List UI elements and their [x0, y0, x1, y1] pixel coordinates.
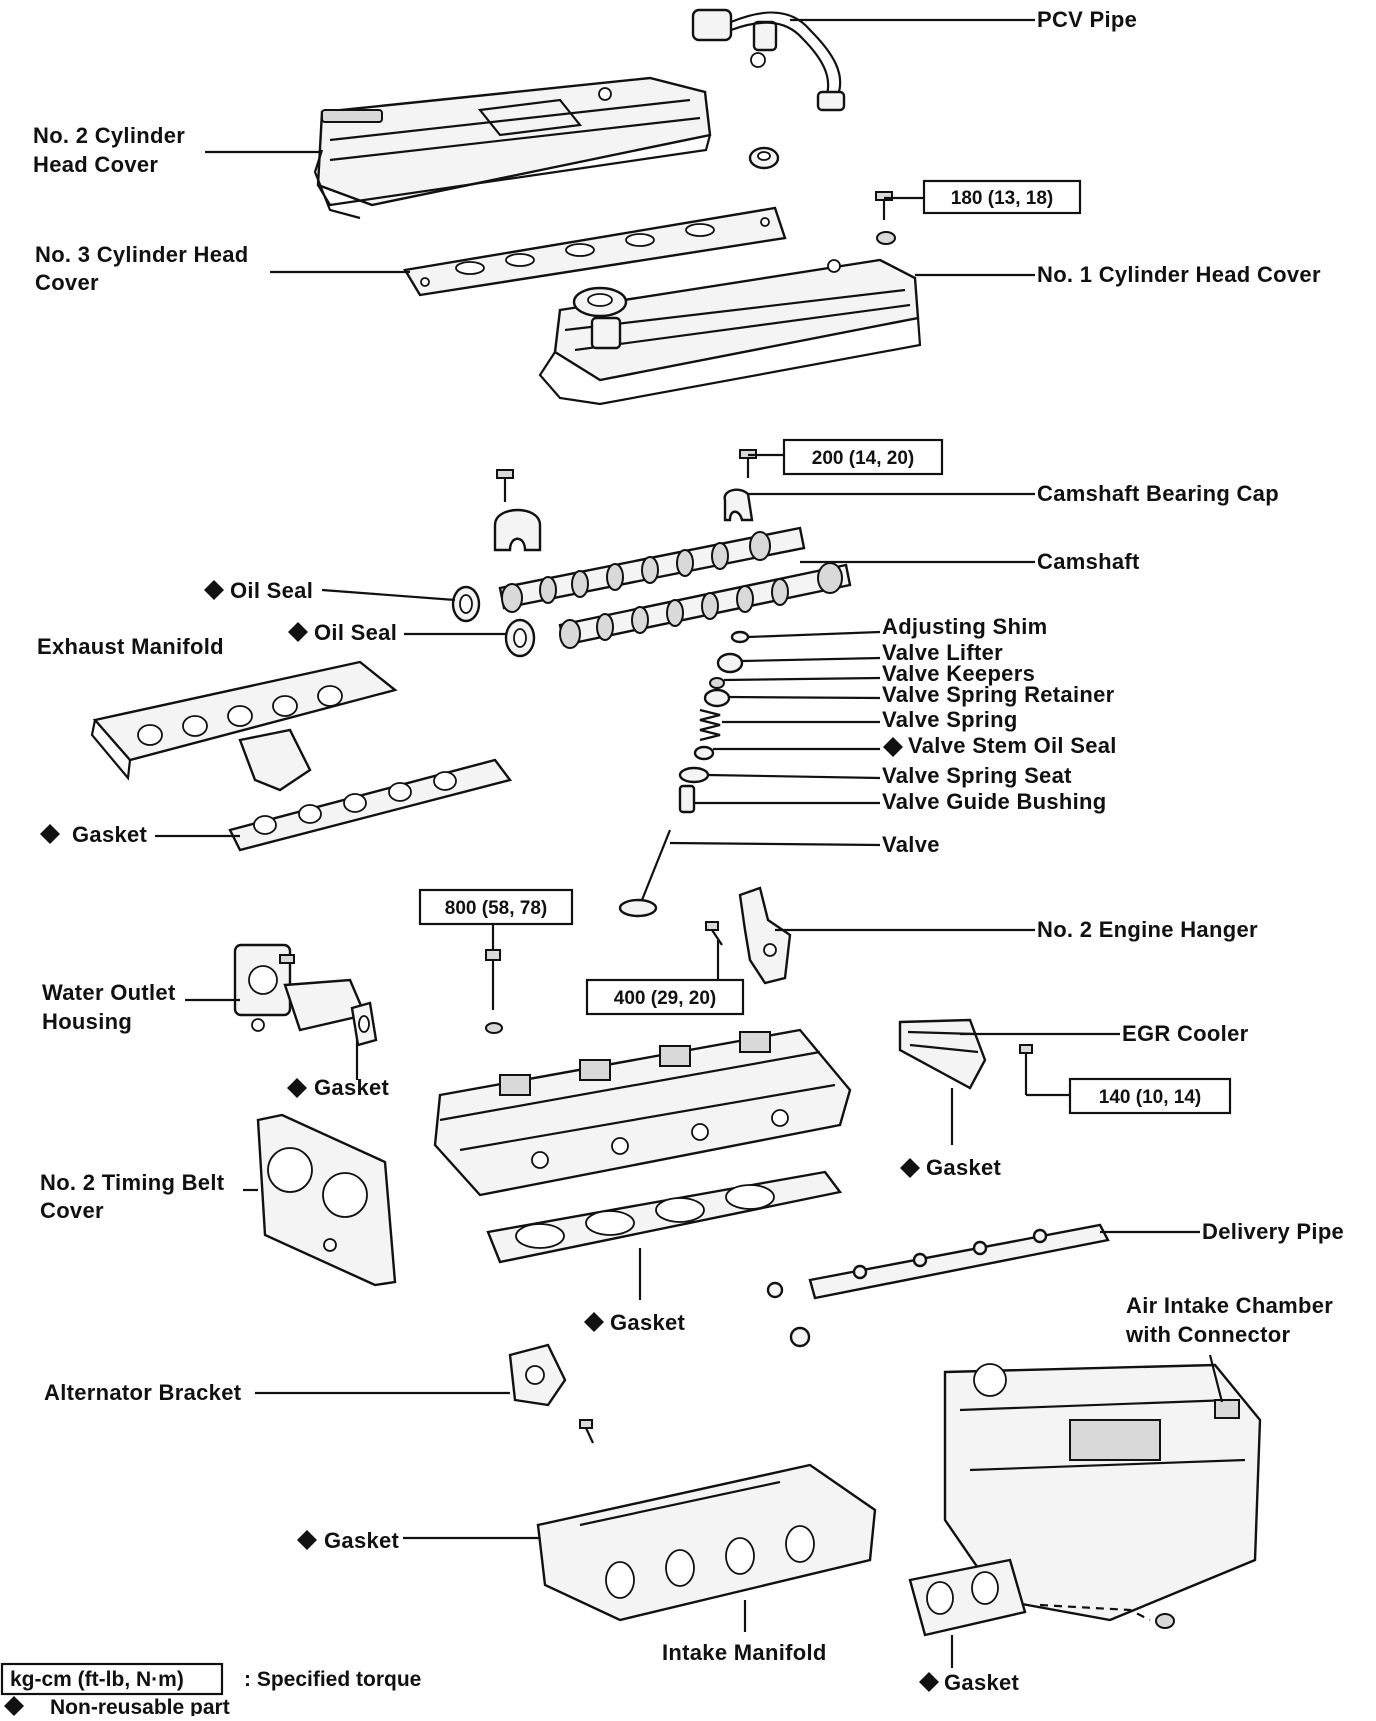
pcv-pipe-drawing: [691, 8, 846, 112]
nonreusable-markers: [4, 580, 939, 1716]
label-valve-stem-oil-seal: Valve Stem Oil Seal: [908, 733, 1117, 758]
diamond-marker: [40, 824, 60, 844]
chamber-gasket-drawing: [908, 1558, 1027, 1637]
torque-spec-400: 400 (29, 20): [585, 978, 745, 1016]
label-camshaft-bearing-cap: Camshaft Bearing Cap: [1037, 481, 1279, 506]
torque-200-text: 200 (14, 20): [812, 448, 914, 469]
cylinder-head-drawing: [433, 1028, 852, 1197]
label-gasket-head: Gasket: [610, 1310, 686, 1335]
diamond-marker: [287, 1078, 307, 1098]
part-labels: PCV Pipe No. 2 Cylinder Head Cover No. 3…: [33, 7, 1344, 1695]
legend-diamond: [4, 1696, 24, 1716]
head-gasket-drawing: [486, 1170, 843, 1264]
no2-engine-hanger-drawing: [705, 886, 792, 985]
label-no3-head-cover-line2: Cover: [35, 270, 99, 295]
diamond-marker: [297, 1530, 317, 1550]
alternator-bracket-drawing: [508, 1343, 594, 1444]
no3-cylinder-head-cover-drawing: [403, 206, 787, 297]
label-timing-belt-cover-line1: No. 2 Timing Belt: [40, 1170, 225, 1195]
head-bolt-800-drawing: [485, 949, 503, 1034]
exhaust-manifold-drawing: [90, 660, 398, 792]
label-no1-cylinder-head-cover: No. 1 Cylinder Head Cover: [1037, 262, 1321, 287]
leader-lines: [155, 18, 1224, 1668]
label-no2-engine-hanger: No. 2 Engine Hanger: [1037, 917, 1258, 942]
no2-timing-belt-cover-drawing: [256, 1113, 397, 1287]
exhaust-gasket-drawing: [228, 758, 513, 852]
label-no3-head-cover-line1: No. 3 Cylinder Head: [35, 242, 249, 267]
legend-torque-description: : Specified torque: [244, 1668, 421, 1691]
label-valve: Valve: [882, 832, 940, 857]
air-intake-chamber-drawing: [943, 1363, 1262, 1629]
label-gasket-water-outlet: Gasket: [314, 1075, 390, 1100]
camshaft-drawing: [498, 526, 852, 649]
label-delivery-pipe: Delivery Pipe: [1202, 1219, 1344, 1244]
label-gasket-chamber: Gasket: [944, 1670, 1020, 1695]
diamond-marker: [919, 1672, 939, 1692]
label-valve-spring-retainer: Valve Spring Retainer: [882, 682, 1115, 707]
label-air-intake-line1: Air Intake Chamber: [1126, 1293, 1333, 1318]
no1-cylinder-head-cover-drawing: [538, 258, 922, 406]
legend-torque-box: [0, 1662, 224, 1696]
egr-cooler-drawing: [898, 1018, 1033, 1090]
torque-spec-140: 140 (10, 14): [1068, 1077, 1232, 1115]
label-gasket-intake: Gasket: [324, 1528, 400, 1553]
label-water-outlet-line1: Water Outlet: [42, 980, 176, 1005]
label-no2-head-cover-line2: Head Cover: [33, 152, 158, 177]
bearing-cap-bolts-drawing: [496, 449, 757, 502]
legend-nonreusable-description: Non-reusable part: [50, 1696, 230, 1716]
valve-train-drawing: [618, 630, 750, 918]
torque-spec-800: 800 (58, 78): [418, 888, 574, 926]
label-water-outlet-line2: Housing: [42, 1009, 132, 1034]
diamond-marker: [900, 1158, 920, 1178]
water-outlet-housing-drawing: [233, 943, 367, 1032]
intake-manifold-drawing: [536, 1463, 877, 1622]
legend-torque-units: kg-cm (ft-lb, N·m): [10, 1668, 184, 1691]
label-oil-seal-1: Oil Seal: [230, 578, 313, 603]
label-timing-belt-cover-line2: Cover: [40, 1198, 104, 1223]
torque-800-text: 800 (58, 78): [445, 898, 547, 919]
delivery-pipe-drawing: [766, 1223, 1110, 1348]
label-air-intake-line2: with Connector: [1125, 1322, 1290, 1347]
diamond-marker: [288, 622, 308, 642]
torque-140-text: 140 (10, 14): [1099, 1087, 1201, 1108]
diamond-marker: [584, 1312, 604, 1332]
torque-400-text: 400 (29, 20): [614, 988, 716, 1009]
camshaft-bearing-cap-drawing: [493, 488, 754, 552]
torque-180-text: 180 (13, 18): [951, 188, 1053, 209]
diamond-marker: [883, 737, 903, 757]
label-exhaust-manifold: Exhaust Manifold: [37, 634, 224, 659]
label-no2-head-cover-line1: No. 2 Cylinder: [33, 123, 185, 148]
label-pcv-pipe: PCV Pipe: [1037, 7, 1137, 32]
label-camshaft: Camshaft: [1037, 549, 1140, 574]
oil-seal-drawing: [451, 585, 536, 658]
label-egr-cooler: EGR Cooler: [1122, 1021, 1249, 1046]
label-gasket-egr: Gasket: [926, 1155, 1002, 1180]
label-oil-seal-2: Oil Seal: [314, 620, 397, 645]
label-alternator-bracket: Alternator Bracket: [44, 1380, 242, 1405]
torque-spec-200: 200 (14, 20): [782, 438, 944, 476]
label-valve-lifter: Valve Lifter: [882, 640, 1003, 665]
diamond-marker: [204, 580, 224, 600]
label-valve-spring: Valve Spring: [882, 707, 1018, 732]
grommet-drawing: [748, 146, 780, 170]
water-outlet-gasket-drawing: [350, 1001, 378, 1047]
label-valve-guide-bushing: Valve Guide Bushing: [882, 789, 1107, 814]
torque-spec-180: 180 (13, 18): [922, 179, 1082, 215]
label-adjusting-shim: Adjusting Shim: [882, 614, 1048, 639]
no2-cylinder-head-cover-drawing: [313, 76, 712, 220]
label-valve-keepers: Valve Keepers: [882, 661, 1035, 686]
label-gasket-exhaust: Gasket: [72, 822, 148, 847]
legend: kg-cm (ft-lb, N·m) : Specified torque No…: [0, 1662, 421, 1719]
bolt-180-drawing: [875, 191, 896, 245]
label-valve-spring-seat: Valve Spring Seat: [882, 763, 1072, 788]
label-intake-manifold: Intake Manifold: [662, 1640, 827, 1665]
